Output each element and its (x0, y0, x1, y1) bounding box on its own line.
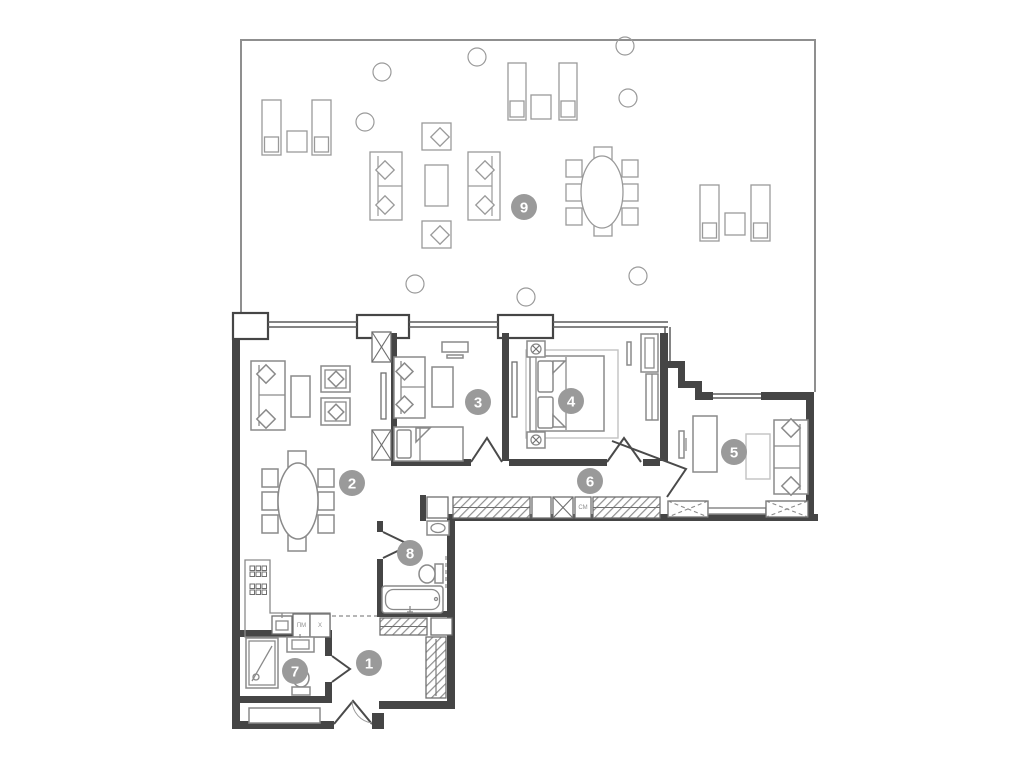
room-number-2: 2 (348, 476, 356, 493)
dining-set (261, 450, 335, 552)
washing-machine-label: СМ (578, 505, 587, 511)
nightstand-lamp (526, 431, 546, 449)
terrace-dining-set (565, 146, 639, 237)
door-room-4 (606, 436, 642, 463)
door-room-5 (611, 440, 688, 498)
sun-lounger-pair-right (699, 184, 771, 242)
tv (441, 341, 469, 359)
armchair (320, 365, 351, 393)
room-number-8: 8 (406, 546, 414, 563)
double-bed (529, 355, 605, 432)
side-table (745, 433, 771, 480)
bathroom-8: 8 (381, 520, 450, 614)
sofa (393, 356, 426, 419)
closet (645, 373, 659, 421)
living-room: ПМ Х 2 (244, 360, 377, 638)
refrigerator-label: Х (318, 623, 322, 629)
room-number-6: 6 (586, 474, 594, 491)
shower-room-7: 7 (245, 634, 321, 724)
bench (248, 707, 321, 724)
room-badge-8: 8 (397, 540, 423, 566)
kitchen: ПМ Х (244, 559, 377, 638)
terrace-outline (240, 39, 816, 392)
room-badge-6: 6 (577, 468, 603, 494)
doors (331, 436, 688, 725)
room-number-5: 5 (730, 445, 738, 462)
room-badge-5: 5 (721, 439, 747, 465)
room-5: 5 (678, 415, 809, 497)
dishwasher-label: ПМ (297, 623, 306, 629)
rug (525, 349, 619, 439)
apartment-walls (231, 311, 818, 729)
sun-lounger-pair-left (261, 99, 332, 156)
room-badge-4: 4 (558, 388, 584, 414)
bathtub (381, 585, 444, 614)
wardrobe-column (371, 331, 392, 461)
cabinet (430, 617, 453, 636)
room-number-9: 9 (520, 200, 528, 217)
kitchen-sink (271, 613, 293, 635)
room-badge-9: 9 (511, 194, 537, 220)
coffee-table (290, 375, 311, 418)
bedroom-3: 3 (393, 341, 491, 462)
washbasin (286, 634, 315, 653)
terrace-planters (355, 36, 648, 307)
room-number-4: 4 (567, 394, 576, 411)
room-badge-2: 2 (339, 470, 365, 496)
room-number-1: 1 (365, 656, 373, 673)
shower (245, 637, 279, 689)
sofa (250, 360, 286, 431)
terrace: 9 (240, 36, 816, 392)
desk-monitor (678, 415, 718, 473)
table (431, 366, 454, 408)
mirror-panel (380, 372, 387, 420)
nightstand-lamp (526, 340, 546, 358)
armchair (320, 397, 351, 426)
sofa (773, 417, 809, 497)
room-badge-3: 3 (465, 389, 491, 415)
corridor: СМ 6 (426, 468, 809, 519)
toilet (418, 563, 444, 584)
window-band (268, 321, 671, 361)
window-sill (707, 507, 767, 515)
wall-pillar (231, 311, 270, 341)
entrance-hall: 1 (356, 617, 453, 699)
sun-lounger-pair-top (507, 62, 578, 121)
bedroom-4: 4 (511, 333, 659, 449)
cooktop (249, 565, 267, 595)
single-bed (393, 426, 464, 462)
door-room-7 (331, 655, 352, 683)
door-room-3 (470, 436, 503, 463)
washing-machine (574, 496, 592, 519)
tv-dresser (626, 333, 659, 373)
room-number-7: 7 (291, 664, 299, 681)
cabinet (426, 496, 449, 519)
kitchen-counter (244, 559, 331, 638)
washbasin (426, 520, 450, 536)
entrance-door-swing (351, 700, 373, 724)
terrace-seating-group (369, 122, 501, 249)
refrigerator (309, 613, 331, 638)
mirror-panel (511, 361, 518, 418)
entrance-door (333, 699, 373, 725)
cabinet (531, 496, 552, 519)
room-badge-1: 1 (356, 650, 382, 676)
room-badge-7: 7 (282, 658, 308, 684)
room-number-3: 3 (474, 395, 482, 412)
